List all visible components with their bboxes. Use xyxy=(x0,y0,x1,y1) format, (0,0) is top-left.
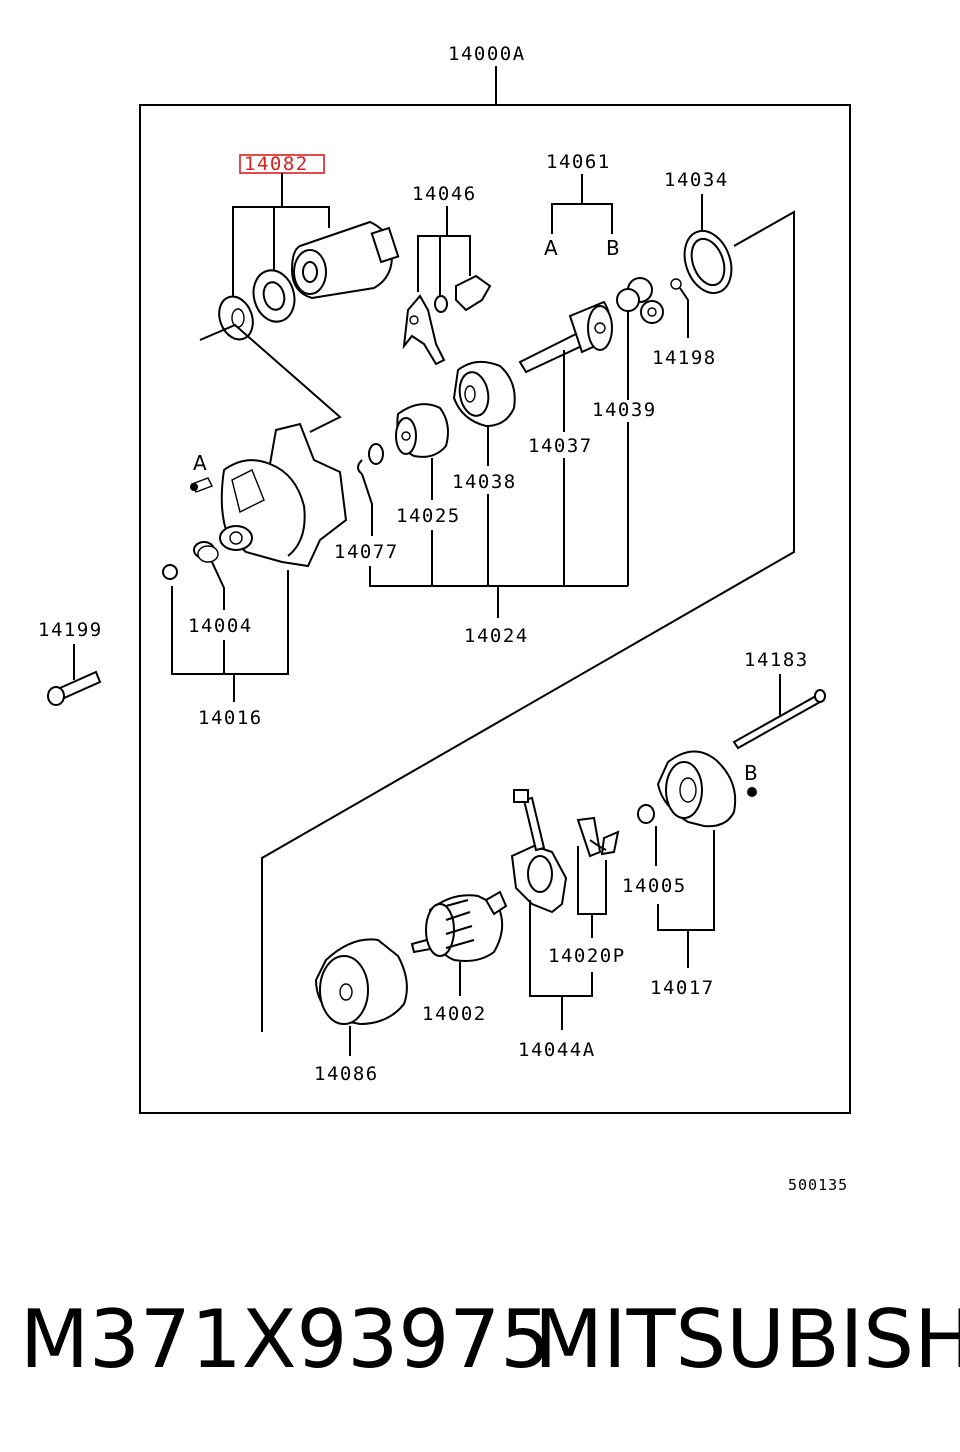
bush-part xyxy=(193,541,219,563)
letter-a-top: A xyxy=(544,236,558,260)
solenoid-part xyxy=(290,220,400,300)
brushes-part xyxy=(576,816,620,858)
label-14046[interactable]: 14046 xyxy=(412,183,477,205)
label-14086[interactable]: 14086 xyxy=(314,1063,379,1085)
internal-gear-part xyxy=(452,360,516,428)
letter-b-top: B xyxy=(606,236,620,260)
letter-b-right: B xyxy=(744,761,758,785)
label-14082[interactable]: 14082 xyxy=(244,153,309,175)
lever-part xyxy=(402,274,492,366)
assembly-frame xyxy=(139,104,851,1114)
ring-gear-part xyxy=(683,230,733,294)
starter-motor-exploded-diagram: 14000A 14082 14046 14061 A B 14034 xyxy=(38,43,851,1194)
label-14039[interactable]: 14039 xyxy=(592,399,657,421)
label-14004[interactable]: 14004 xyxy=(188,615,253,637)
label-14025[interactable]: 14025 xyxy=(396,505,461,527)
part-number: M371X93975 xyxy=(20,1293,552,1386)
label-14183[interactable]: 14183 xyxy=(744,649,809,671)
pinion-part xyxy=(395,403,449,458)
end-cover-part xyxy=(656,750,737,828)
armature-part xyxy=(410,890,508,962)
label-14038[interactable]: 14038 xyxy=(452,471,517,493)
label-14198[interactable]: 14198 xyxy=(652,347,717,369)
label-14199[interactable]: 14199 xyxy=(38,619,103,641)
footer-bar: M371X93975 MITSUBISHI xyxy=(0,1290,960,1390)
through-bolt-part xyxy=(732,689,826,750)
label-14037[interactable]: 14037 xyxy=(528,435,593,457)
gasket-part xyxy=(252,269,296,323)
planetary-gears-part xyxy=(616,277,664,324)
label-assembly[interactable]: 14000A xyxy=(448,43,526,65)
label-14077[interactable]: 14077 xyxy=(334,541,399,563)
label-14016[interactable]: 14016 xyxy=(198,707,263,729)
shaft-part xyxy=(518,300,613,374)
label-14024[interactable]: 14024 xyxy=(464,625,529,647)
yoke-part xyxy=(314,938,408,1026)
brush-holder-part xyxy=(510,789,568,914)
label-14017[interactable]: 14017 xyxy=(650,977,715,999)
brand-name: MITSUBISHI xyxy=(534,1293,960,1386)
letter-a-left: A xyxy=(193,451,207,475)
label-14020P[interactable]: 14020P xyxy=(548,945,626,967)
label-14044A[interactable]: 14044A xyxy=(518,1039,596,1061)
label-14034[interactable]: 14034 xyxy=(664,169,729,191)
diagram-code: 500135 xyxy=(788,1176,848,1194)
drive-housing-part xyxy=(219,422,348,568)
label-14005[interactable]: 14005 xyxy=(622,875,687,897)
label-14002[interactable]: 14002 xyxy=(422,1003,487,1025)
label-14061[interactable]: 14061 xyxy=(546,151,611,173)
bolt-14199-part xyxy=(47,670,102,706)
plate-part xyxy=(218,295,254,341)
